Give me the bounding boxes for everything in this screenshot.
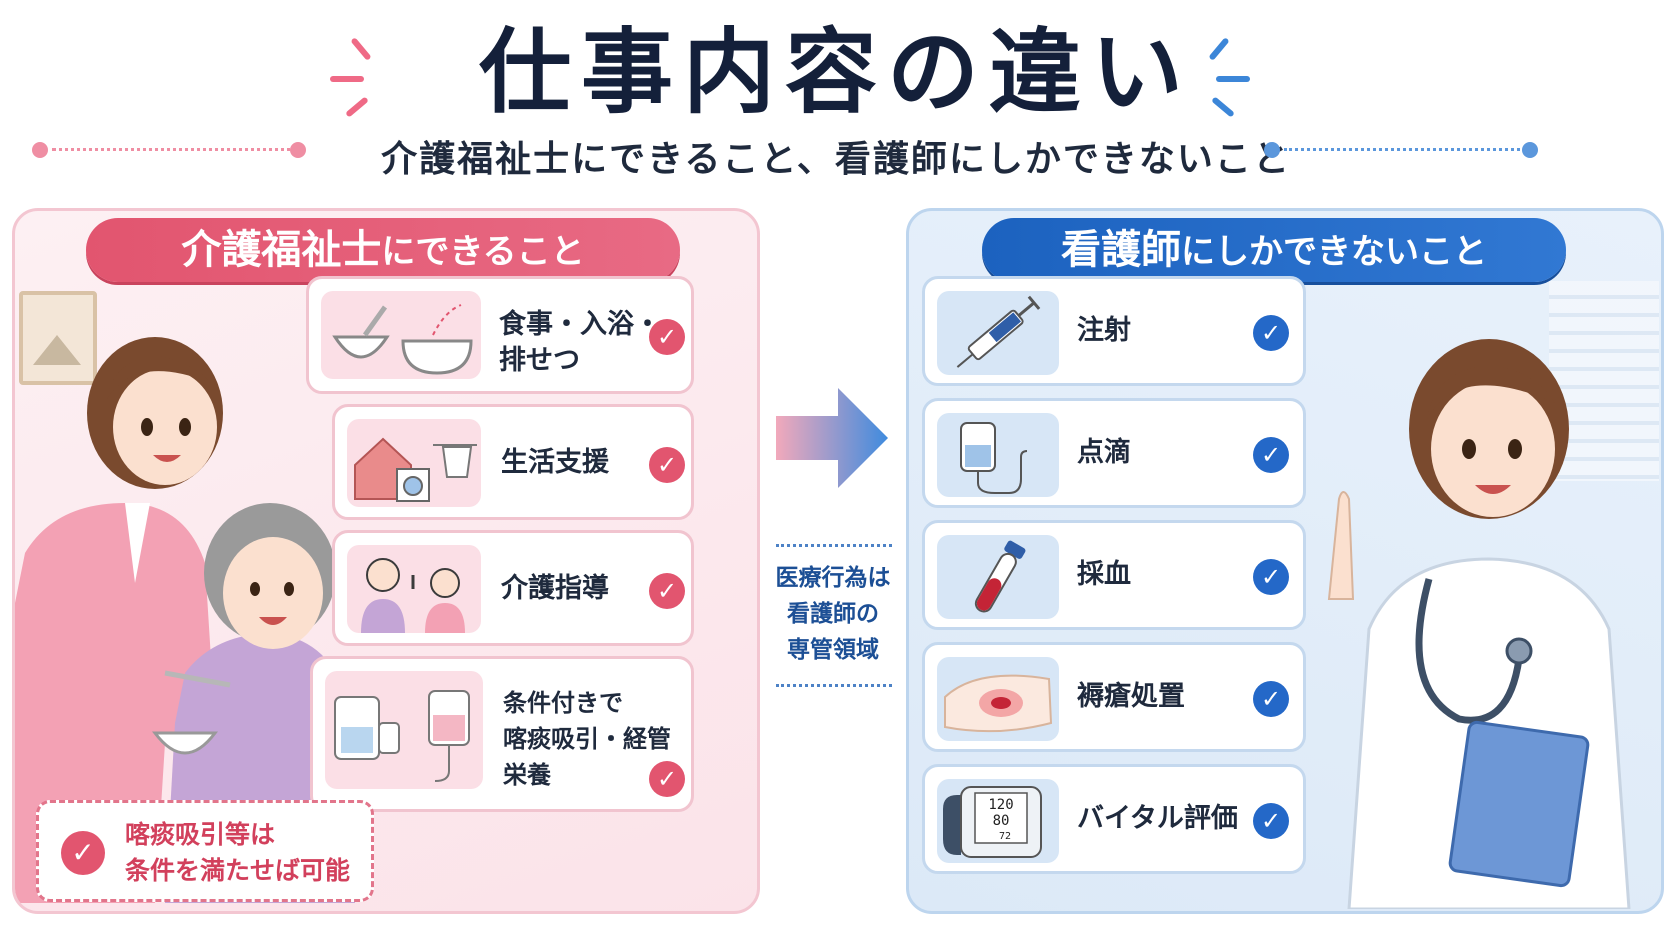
subtitle-dot-right-inner xyxy=(1264,142,1280,158)
pulse-rate: 72 xyxy=(999,831,1011,842)
check-icon: ✓ xyxy=(1253,315,1289,351)
subtitle-dot-left-inner xyxy=(290,142,306,158)
care-worker-heading-rest: にできること xyxy=(381,232,585,272)
subtitle-dot-right xyxy=(1522,142,1538,158)
nurse-item-card-1: 注射 ✓ xyxy=(922,276,1306,386)
right-arrow-icon xyxy=(776,388,888,488)
middle-divider-bottom xyxy=(776,684,892,687)
blood-tube-icon xyxy=(937,535,1059,619)
page-title: 仕事内容の違い xyxy=(478,19,1193,126)
care-item-card-1: 食事・入浴・ 排せつ ✓ xyxy=(306,276,694,394)
hospital-window xyxy=(1549,281,1659,481)
care-item-label-1: 食事・入浴・ 排せつ xyxy=(499,309,661,376)
syringe-icon xyxy=(937,291,1059,375)
care-item-label-4: 条件付きで 喀痰吸引・経管栄養 xyxy=(503,689,671,789)
nurse-item-card-3: 採血 ✓ xyxy=(922,520,1306,630)
care-worker-heading: 介護福祉士にできること xyxy=(86,218,680,282)
check-icon: ✓ xyxy=(649,319,685,355)
meal-bath-icon xyxy=(321,291,481,379)
nurse-item-label-3: 採血 xyxy=(1077,559,1131,590)
subtitle-line-left xyxy=(52,148,298,151)
nurse-item-label-4: 褥瘡処置 xyxy=(1077,681,1185,712)
nurse-item-label-2: 点滴 xyxy=(1077,437,1131,468)
suction-condition-note: ✓ 喀痰吸引等は 条件を満たせば可能 xyxy=(36,800,374,902)
check-icon: ✓ xyxy=(649,447,685,483)
care-worker-heading-strong: 介護福祉士 xyxy=(181,227,382,273)
nurse-item-card-2: 点滴 ✓ xyxy=(922,398,1306,508)
instruction-icon xyxy=(347,545,481,633)
wound-care-icon xyxy=(937,657,1059,741)
check-icon: ✓ xyxy=(61,831,105,875)
subtitle-dot-left xyxy=(32,142,48,158)
bp-diastolic: 80 xyxy=(993,813,1010,829)
nurse-item-label-5: バイタル評価 xyxy=(1077,803,1238,834)
house-laundry-icon xyxy=(347,419,481,507)
subtitle-line-right xyxy=(1284,148,1520,151)
care-item-card-4: 条件付きで 喀痰吸引・経管栄養 ✓ xyxy=(310,656,694,812)
iv-drip-icon xyxy=(937,413,1059,497)
care-item-card-2: 生活支援 ✓ xyxy=(332,404,694,520)
nurse-heading-rest: にしかできないこと xyxy=(1181,232,1487,272)
check-icon: ✓ xyxy=(649,761,685,797)
check-icon: ✓ xyxy=(1253,559,1289,595)
nurse-item-label-1: 注射 xyxy=(1077,315,1131,346)
care-item-card-3: 介護指導 ✓ xyxy=(332,530,694,646)
care-item-label-3: 介護指導 xyxy=(501,573,609,604)
suction-condition-note-text: 喀痰吸引等は 条件を満たせば可能 xyxy=(125,820,351,885)
nurse-item-card-5: 120 80 72 バイタル評価 ✓ xyxy=(922,764,1306,874)
nurse-illustration xyxy=(1327,339,1631,909)
care-item-label-2: 生活支援 xyxy=(501,447,609,478)
bp-systolic: 120 xyxy=(988,797,1013,813)
middle-divider-top xyxy=(776,544,892,547)
check-icon: ✓ xyxy=(1253,803,1289,839)
title-burst-right xyxy=(1196,37,1256,120)
check-icon: ✓ xyxy=(649,573,685,609)
nurse-item-card-4: 褥瘡処置 ✓ xyxy=(922,642,1306,752)
page-subtitle: 介護福祉士にできること、看護師にしかできないこと xyxy=(381,139,1291,180)
check-icon: ✓ xyxy=(1253,437,1289,473)
wall-picture-frame xyxy=(19,291,97,385)
medical-act-note: 医療行為は 看護師の 専管領域 xyxy=(775,565,891,663)
title-burst-left xyxy=(330,37,390,120)
nurse-heading-strong: 看護師 xyxy=(1061,227,1181,273)
suction-feeding-icon xyxy=(325,671,483,789)
nurse-heading: 看護師にしかできないこと xyxy=(982,218,1566,282)
check-icon: ✓ xyxy=(1253,681,1289,717)
blood-pressure-monitor-icon: 120 80 72 xyxy=(937,779,1059,863)
